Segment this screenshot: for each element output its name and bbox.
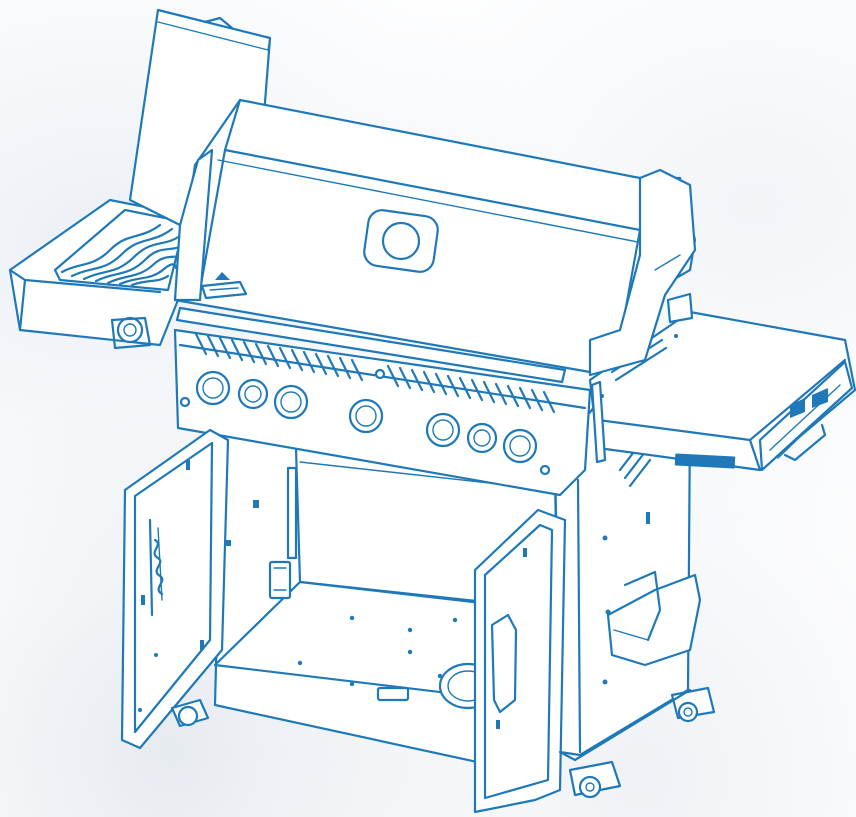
cart-frame	[213, 428, 562, 782]
caster-right-front	[578, 775, 602, 799]
knob-2	[237, 378, 269, 410]
floor-tab	[376, 686, 410, 702]
knob-7	[502, 428, 538, 464]
knob-1	[195, 370, 231, 406]
control-panel	[173, 328, 592, 497]
left-rail	[286, 466, 298, 560]
control-knobs	[195, 370, 538, 464]
side-burner-knob	[116, 316, 144, 344]
side-basket	[606, 573, 702, 667]
casters	[170, 686, 716, 799]
right-side-shelf	[588, 292, 856, 472]
rogue-badge-icon	[674, 453, 736, 469]
hood-handle	[175, 306, 567, 384]
caster-left-front	[177, 705, 199, 727]
caster-right-back	[677, 701, 699, 723]
door-handle	[490, 613, 518, 714]
knob-6	[466, 422, 498, 454]
floor-holes	[297, 615, 458, 687]
door-utensil-rack	[148, 518, 164, 617]
knob-5	[425, 412, 461, 448]
left-door	[120, 428, 230, 750]
igniter-left	[179, 396, 191, 408]
hood-end-cap-left	[173, 148, 214, 302]
grill-hood	[173, 98, 697, 384]
drip-tray-holder	[268, 560, 292, 600]
knob-4	[348, 398, 384, 434]
gauge-dial	[381, 221, 421, 261]
shelf-hinge	[666, 292, 694, 324]
right-door	[473, 508, 567, 814]
napoleon-logo-icon	[200, 272, 248, 300]
knob-3	[273, 384, 309, 420]
hood-end-cap-right	[588, 168, 697, 377]
burner-grate-bars	[60, 223, 184, 287]
panel-vent-slots	[194, 332, 556, 414]
igniter-right	[539, 464, 551, 476]
